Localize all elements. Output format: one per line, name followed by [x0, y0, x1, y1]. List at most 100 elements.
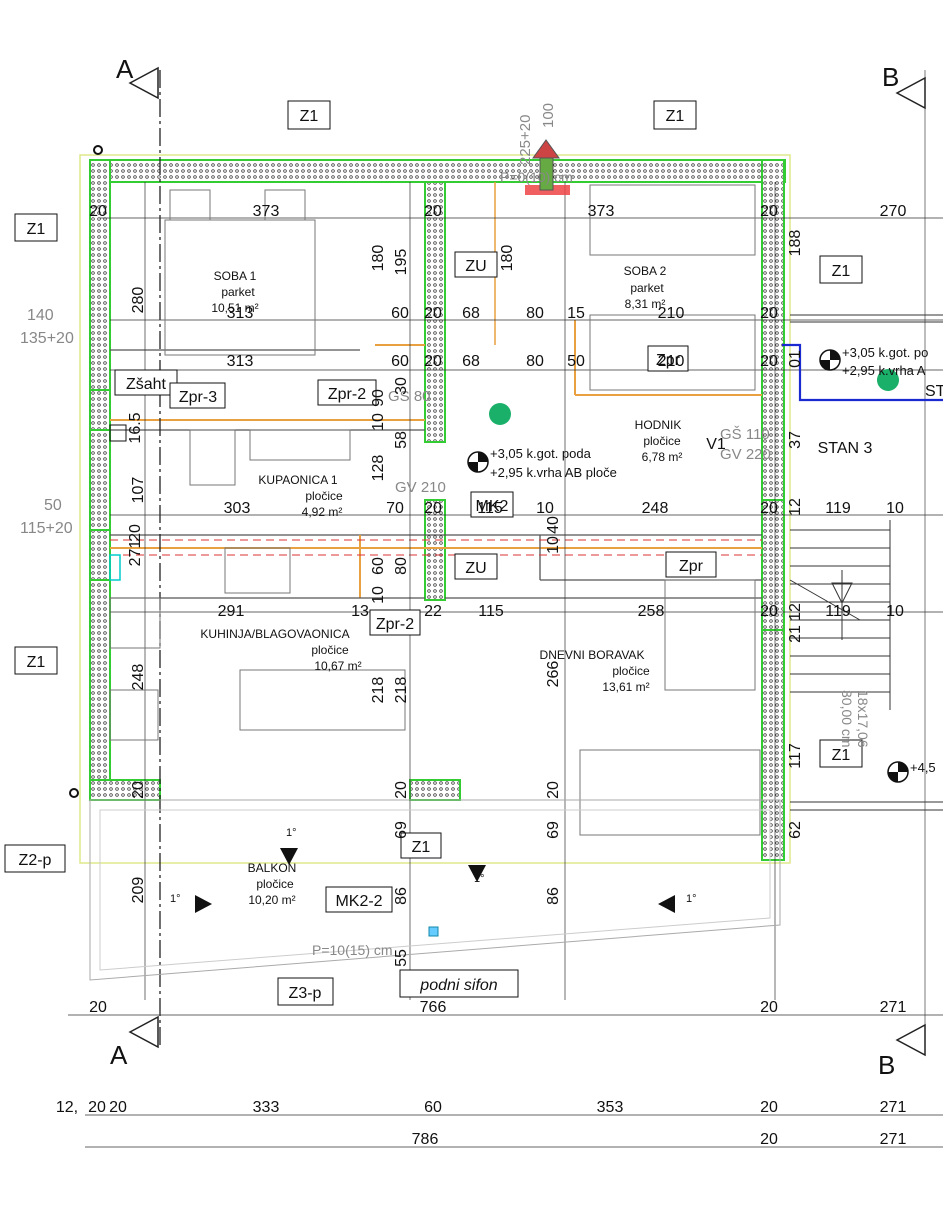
dimension-label: 20 [760, 999, 778, 1016]
tag-z1-balcony: Z1 [412, 839, 431, 856]
dimension-label: 12 [787, 498, 804, 516]
dimension-label: 01 [787, 350, 804, 368]
dimension-label: 13 [351, 603, 369, 620]
slope-label-1: 1° [286, 827, 297, 839]
dimension-label: 69 [545, 821, 562, 839]
dims-row-bath: 303 70 20 115 10 248 20 119 10 [224, 500, 904, 517]
dimension-label: 68 [462, 305, 480, 322]
tag-boxes [4, 100, 863, 1006]
dimension-label: 16.5 [127, 412, 144, 443]
dimension-label: 210 [658, 353, 685, 370]
dimension-label: 10 [370, 586, 387, 604]
level-slab: +2,95 k.vrha AB ploče [490, 465, 617, 480]
dimension-label: 10 [545, 536, 562, 554]
tag-zpr-hodnik: Zpr [679, 558, 704, 575]
dimension-label: 373 [253, 203, 280, 220]
dimension-label: 291 [218, 603, 245, 620]
room-name: KUPAONICA 1 [258, 473, 337, 487]
sofa [579, 749, 761, 836]
room-finish: parket [630, 281, 664, 295]
stair-note-1: 18x17,06 [855, 690, 871, 748]
room-finish: pločice [311, 643, 349, 657]
tag-zu-top: ZU [465, 258, 486, 275]
slope-arrows [195, 848, 675, 913]
section-marker-a-top: A [116, 54, 159, 100]
tag-z1-right-living: Z1 [832, 747, 851, 764]
stove [109, 597, 161, 649]
dimension-label: 60 [391, 353, 409, 370]
dining-table [239, 669, 406, 731]
dims-row-mid: 60 20 68 80 15 210 20 [391, 305, 778, 322]
entrance-marker [525, 139, 570, 195]
cyan-marker [109, 554, 121, 581]
room-name: KUHINJA/BLAGOVAONICA [200, 627, 349, 641]
section-label-b-top: B [882, 62, 899, 92]
room-finish: pločice [305, 489, 343, 503]
dimension-label: 119 [825, 603, 851, 620]
dimension-label: 12 [787, 603, 804, 621]
drain-marker [428, 926, 439, 937]
dimension-label: 271 [880, 999, 907, 1016]
kitchen-sink [224, 547, 291, 594]
room-name: BALKON [248, 861, 297, 875]
dimension-label: 271 [127, 540, 144, 567]
dimension-label: 68 [462, 353, 480, 370]
dimension-label: 20 [760, 203, 778, 220]
dims-bottom-1: 20 766 20 271 [89, 999, 906, 1016]
room-label-balkon: BALKON pločice 10,20 m² [248, 861, 297, 907]
opening-parapet-top: P=0(10) cm [500, 169, 573, 185]
axis-lines [159, 70, 926, 1045]
dimension-label: 15 [567, 305, 585, 322]
opening-door-top-width: 100 [540, 103, 557, 128]
room-area: 4,92 m² [302, 505, 343, 519]
shaft-marker [109, 424, 127, 442]
dims-row-mid2: 60 20 68 80 50 210 20 [391, 353, 778, 370]
dimension-label: 271 [880, 1131, 907, 1148]
bed-soba2 [589, 184, 756, 256]
bath-sink [249, 429, 351, 461]
room-label-soba1: SOBA 1 parket 10,51 m² [211, 269, 258, 315]
opening-gv210: GV 210 [395, 479, 446, 496]
opening-gs80: GS 80 [388, 388, 431, 405]
dimension-label: 20 [393, 781, 410, 799]
dims-bottom-3: 786 20 271 [412, 1131, 907, 1148]
furniture [89, 184, 781, 981]
dimension-label: 90 [370, 389, 387, 407]
dimension-label: 10 [886, 500, 904, 517]
dimension-label: 40 [545, 516, 562, 534]
dimension-label: 373 [588, 203, 615, 220]
dimension-label: 37 [787, 431, 804, 449]
tag-z1-top-left: Z1 [300, 108, 319, 125]
dimension-label: 258 [638, 603, 665, 620]
dimension-label: 210 [658, 305, 685, 322]
section-marker-b-bottom: B [878, 1023, 926, 1080]
tag-mk2-2: MK2-2 [335, 893, 382, 910]
dimension-label: 20 [760, 353, 778, 370]
nightstand-left [169, 189, 211, 221]
dimension-label: 20 [424, 203, 442, 220]
dims-top-row: 20 373 20 373 20 270 [89, 203, 906, 220]
dimension-label: 248 [642, 500, 669, 517]
level-markers [467, 349, 909, 783]
room-area: 10,67 m² [314, 659, 361, 673]
nightstand-right [264, 189, 306, 221]
room-area: 8,31 m² [625, 297, 666, 311]
dimension-label: 209 [130, 877, 147, 904]
dimension-label: 20 [89, 999, 107, 1016]
dimension-label: 20 [130, 781, 147, 799]
tag-z3-p: Z3-p [289, 985, 322, 1002]
dimension-label: 20 [760, 603, 778, 620]
level-right-partial: +4,5 [910, 760, 936, 775]
tag-stan3: STAN 3 [818, 440, 873, 457]
dimension-label: 58 [393, 431, 410, 449]
dims-vertical: 280 180 195 180 188 107 271 248 209 218 … [127, 230, 804, 967]
gas-pipe [782, 343, 943, 402]
room-finish: pločice [256, 877, 294, 891]
dimension-label: 180 [370, 245, 387, 272]
dimension-label: 20 [109, 1099, 127, 1116]
room-finish: pločice [612, 664, 650, 678]
dimension-label: 20 [760, 500, 778, 517]
dimension-label: 80 [393, 557, 410, 575]
dimension-label: 313 [227, 305, 254, 322]
